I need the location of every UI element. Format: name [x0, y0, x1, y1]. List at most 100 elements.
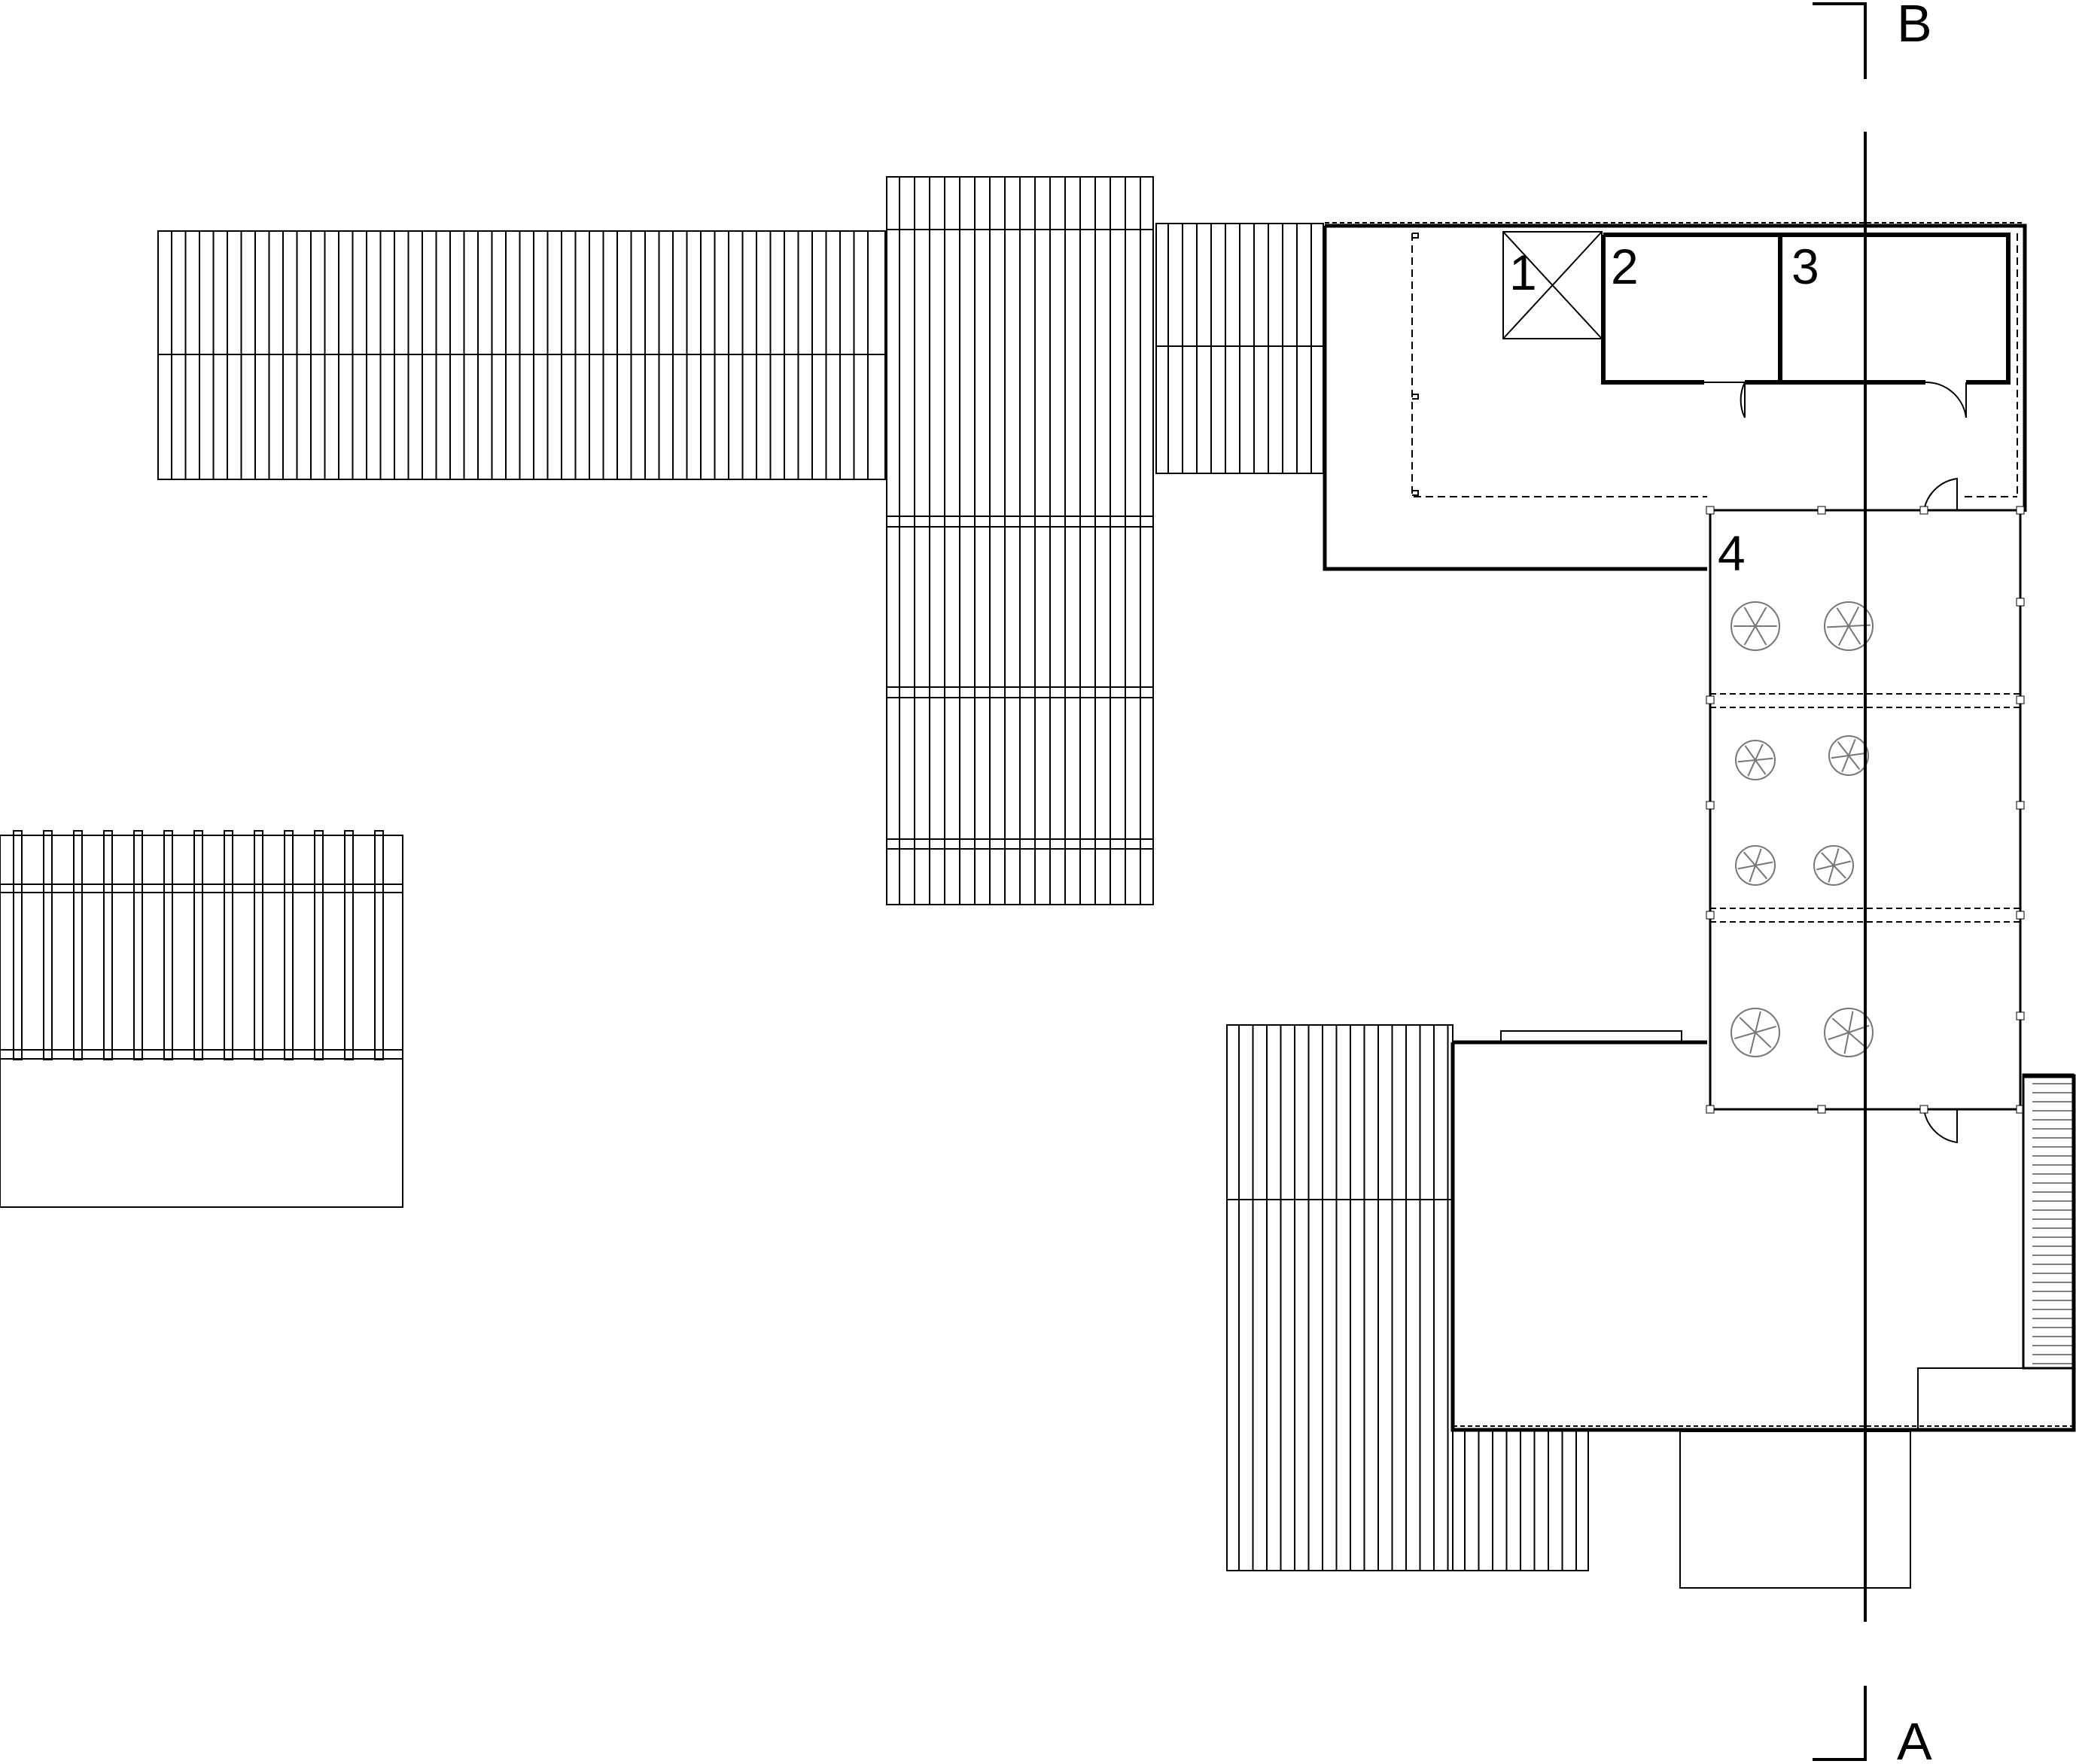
plant-leaf: [1743, 625, 1756, 646]
post: [2016, 695, 2025, 704]
room-1-number: 1: [1509, 245, 1537, 300]
post: [1706, 911, 1715, 920]
post: [1706, 695, 1715, 704]
plant-canopy: [1824, 601, 1874, 651]
pergola-beam: [43, 830, 53, 1060]
plant-leaf: [1848, 1011, 1854, 1033]
pergola-beam: [374, 830, 384, 1060]
building-north-wing: [1323, 222, 2027, 571]
plant-leaf: [1739, 1017, 1756, 1033]
deck-slats-south: [1238, 1025, 1577, 1571]
plant-leaf: [1848, 625, 1861, 645]
pergola-beam: [254, 830, 263, 1060]
pergola-beam: [344, 830, 354, 1060]
plant-leaf: [1744, 745, 1756, 761]
post: [2016, 801, 2025, 810]
pergola-beam: [284, 830, 294, 1060]
plant-leaf: [1755, 759, 1767, 775]
plant-leaf: [1841, 755, 1849, 773]
pergola-beam: [224, 830, 233, 1060]
plant-leaf: [1848, 752, 1867, 756]
plant-leaf: [1837, 625, 1849, 646]
plant-leaf: [1755, 848, 1762, 866]
plant-icon: [1813, 845, 1854, 886]
plant-leaf: [1848, 1032, 1866, 1048]
plant-canopy: [1828, 735, 1869, 776]
plant-icon: [1735, 740, 1776, 780]
plant-leaf: [1755, 865, 1768, 880]
pergola: [0, 830, 403, 1208]
plant-leaf: [1743, 851, 1756, 866]
plant-icon: [1735, 845, 1776, 886]
deck-slats-connector: [1167, 224, 1312, 473]
plant-icon: [1731, 1008, 1780, 1057]
post: [1706, 1105, 1715, 1114]
post: [1706, 506, 1715, 515]
section-line: [1813, 2, 1867, 1761]
post: [1919, 506, 1928, 515]
plant-leaf: [1755, 861, 1773, 866]
plant-leaf: [1833, 860, 1851, 866]
plant-leaf: [1755, 1032, 1772, 1048]
deck-strip-central: [886, 176, 1154, 905]
post: [2016, 506, 2025, 515]
plant-leaf: [1836, 607, 1849, 627]
post: [2016, 911, 2025, 920]
plant-leaf: [1749, 1032, 1756, 1054]
plant-leaf: [1743, 607, 1756, 627]
deck-strip-south: [1226, 1024, 1589, 1571]
room-4-number: 4: [1718, 525, 1746, 581]
plant-leaf: [1755, 1011, 1761, 1033]
plant-leaf: [1848, 755, 1861, 771]
plant-leaf: [1749, 865, 1756, 883]
pergola-beam: [13, 830, 23, 1060]
plant-icon: [1828, 735, 1869, 776]
section-marker-a: A: [1897, 1712, 1932, 1764]
plant-leaf: [1827, 625, 1849, 628]
plant-leaf: [1848, 606, 1860, 627]
building-south-wing: [1450, 1030, 2076, 1589]
plant-canopy: [1824, 1008, 1874, 1057]
deck-strip-connector: [1155, 223, 1324, 474]
plant-canopy: [1735, 740, 1776, 780]
deck-strip-west: [157, 230, 886, 480]
pergola-beam: [163, 830, 173, 1060]
plant-leaf: [1755, 607, 1767, 627]
plant-leaf: [1734, 1032, 1756, 1040]
courtyard-plants: [1731, 601, 1874, 1057]
pergola-beam: [73, 830, 83, 1060]
plant-canopy: [1813, 845, 1854, 886]
deck-slats-central: [899, 177, 1141, 905]
plant-leaf: [1843, 1032, 1849, 1054]
pergola-slats: [13, 830, 384, 1060]
plant-leaf: [1816, 865, 1834, 871]
plant-leaf: [1848, 624, 1871, 627]
plant-leaf: [1831, 755, 1849, 759]
plant-leaf: [1747, 759, 1756, 777]
post: [1706, 801, 1715, 810]
room-2-number: 2: [1611, 239, 1639, 294]
post: [1817, 506, 1826, 515]
room-3-number: 3: [1791, 239, 1819, 294]
pergola-beam: [314, 830, 324, 1060]
pergola-beam: [103, 830, 113, 1060]
plant-icon: [1731, 601, 1780, 651]
post: [1817, 1105, 1826, 1114]
plant-leaf: [1833, 865, 1846, 879]
plant-leaf: [1737, 759, 1756, 763]
stair-treads: [2032, 1083, 2073, 1364]
plant-leaf: [1755, 757, 1773, 761]
plant-canopy: [1735, 845, 1776, 886]
plant-leaf: [1755, 1025, 1776, 1033]
plant-leaf: [1848, 738, 1856, 756]
plant-leaf: [1821, 852, 1834, 866]
plant-canopy: [1731, 601, 1780, 651]
deck-slats-west: [171, 231, 869, 479]
plant-icon: [1824, 601, 1874, 651]
post: [2016, 1011, 2025, 1020]
post: [1919, 1105, 1928, 1114]
plant-leaf: [1828, 865, 1834, 883]
plant-leaf: [1755, 744, 1764, 761]
post: [2016, 598, 2025, 607]
